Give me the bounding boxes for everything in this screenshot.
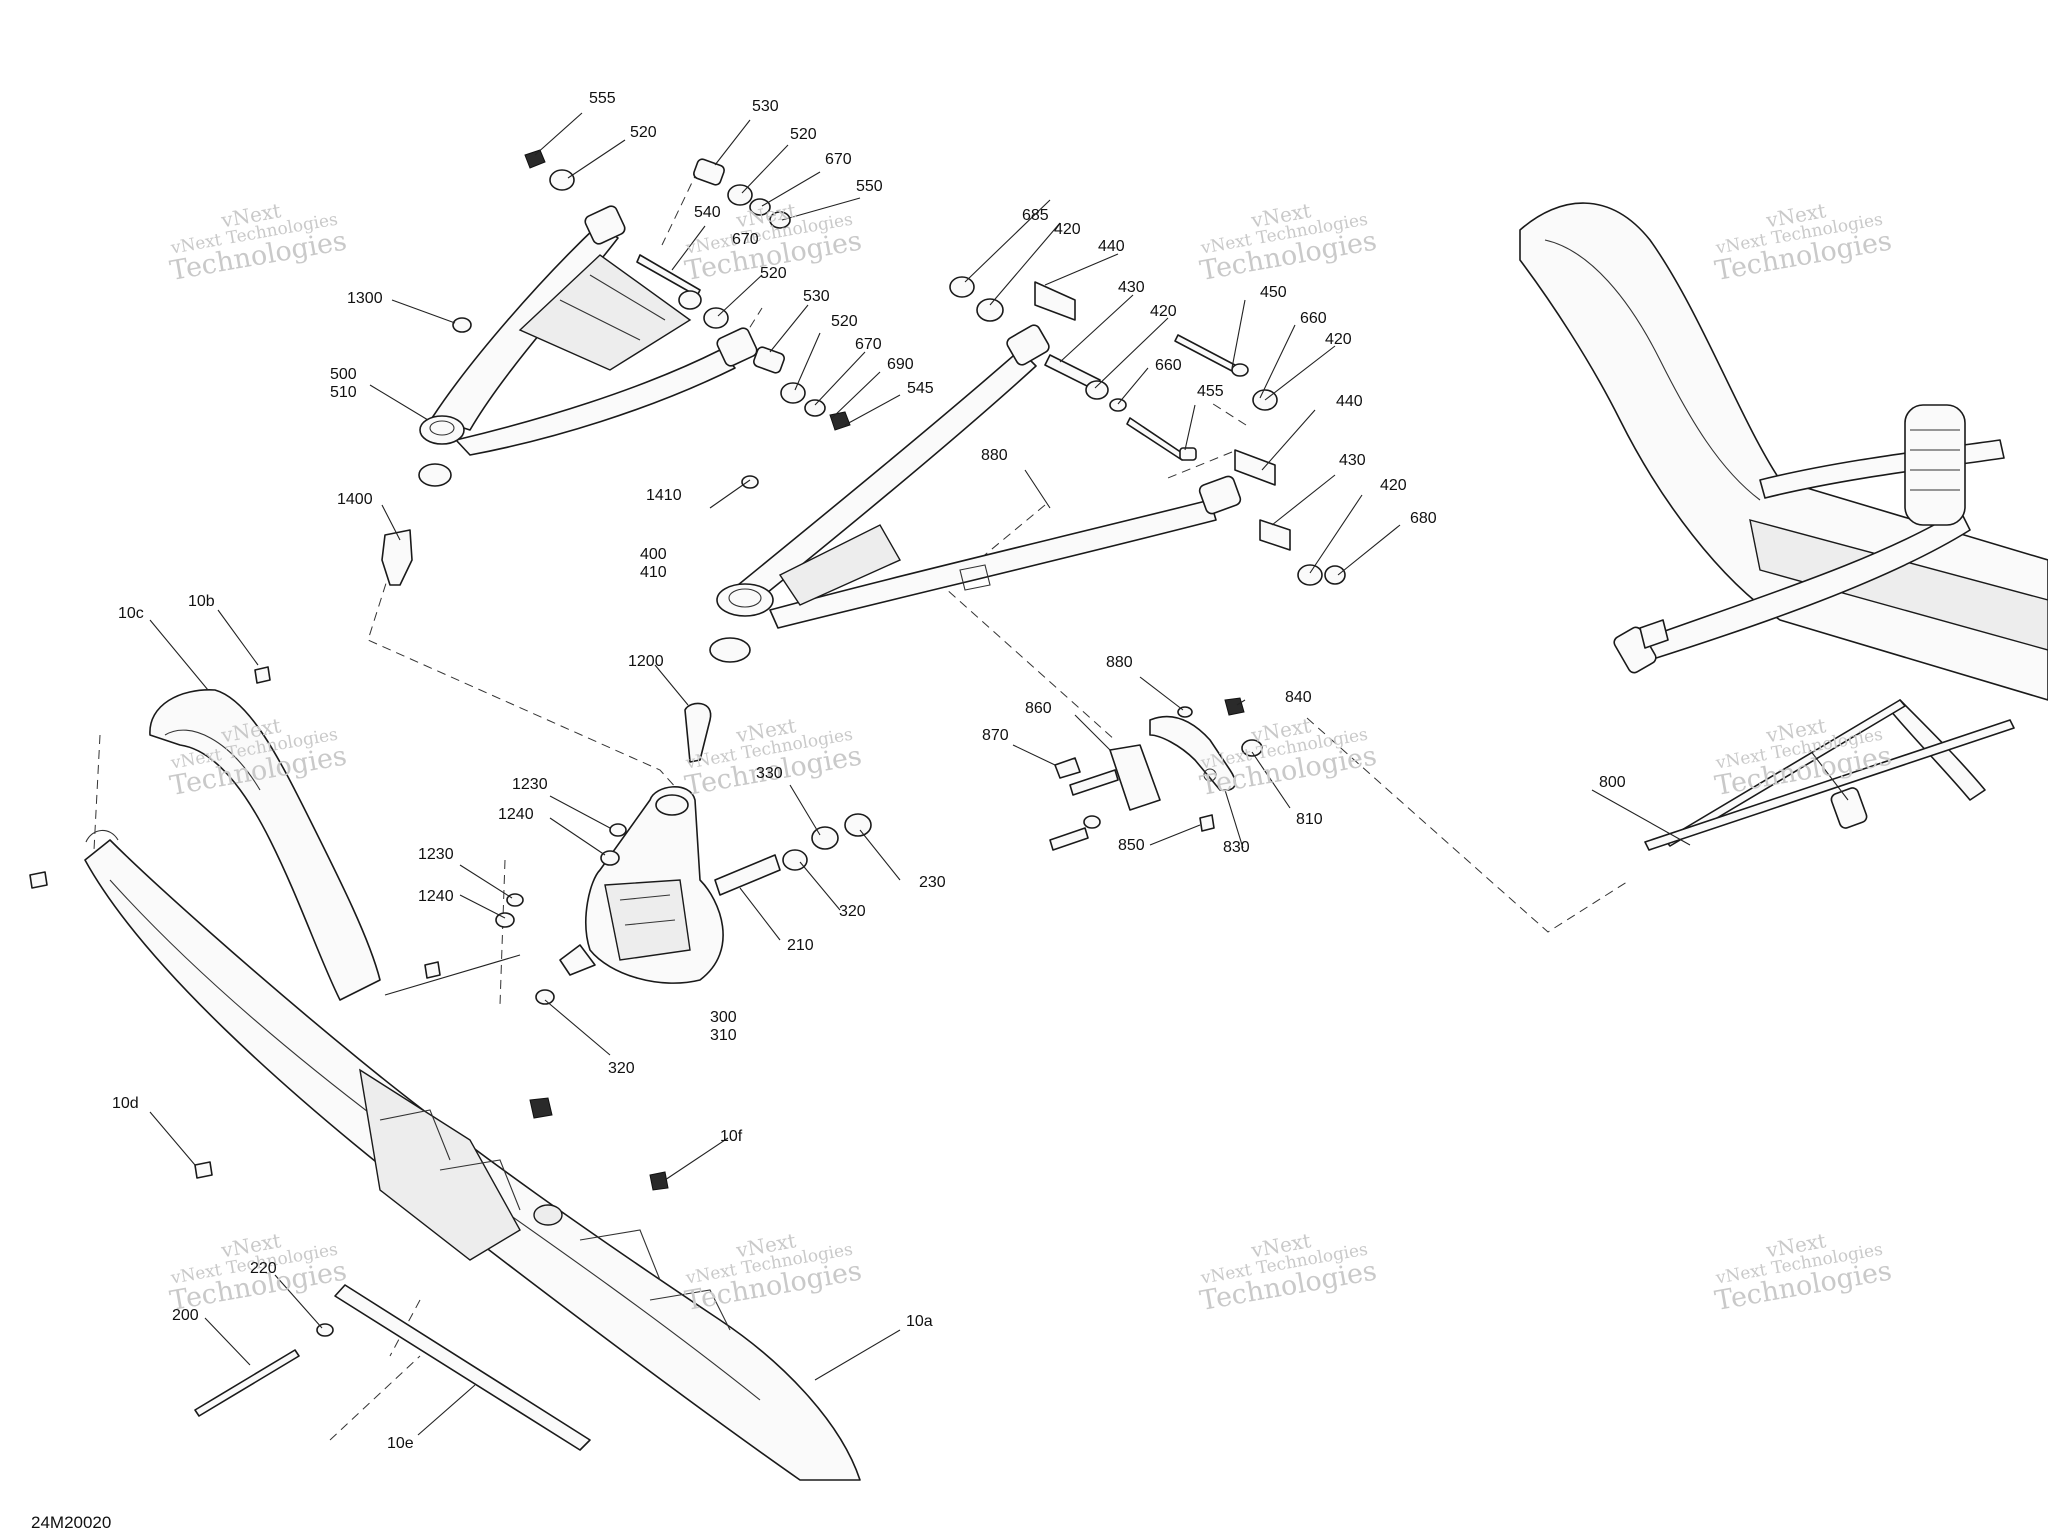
callout-800: 800 (1599, 774, 1626, 791)
callout-1240: 1240 (498, 806, 534, 823)
callout-300-310: 300 310 (710, 1009, 737, 1044)
callout-440: 440 (1336, 393, 1363, 410)
callout-520: 520 (630, 124, 657, 141)
callout-660: 660 (1155, 357, 1182, 374)
callout-1230: 1230 (512, 776, 548, 793)
callout-10e: 10e (387, 1435, 414, 1452)
callout-420: 420 (1380, 477, 1407, 494)
callout-520: 520 (760, 265, 787, 282)
callout-450: 450 (1260, 284, 1287, 301)
callout-1410: 1410 (646, 487, 682, 504)
callout-420: 420 (1325, 331, 1352, 348)
callout-670: 670 (855, 336, 882, 353)
callout-660: 660 (1300, 310, 1327, 327)
steering-arm (1109, 715, 1236, 811)
callout-530: 530 (752, 98, 779, 115)
ski-handle (149, 689, 381, 1001)
callout-1400: 1400 (337, 491, 373, 508)
callout-10c: 10c (118, 605, 144, 622)
callout-500-510: 500 510 (330, 366, 357, 401)
spindle (559, 786, 724, 984)
callout-430: 430 (1339, 452, 1366, 469)
tie-rod (1644, 719, 2015, 851)
hardware-parts (29, 149, 1669, 1417)
callout-330: 330 (756, 765, 783, 782)
callout-1300: 1300 (347, 290, 383, 307)
callout-10f: 10f (720, 1128, 743, 1145)
callout-830: 830 (1223, 839, 1250, 856)
callout-10a: 10a (906, 1313, 933, 1330)
drawing-code: 24M20020 (31, 1513, 112, 1532)
callout-870: 870 (982, 727, 1009, 744)
callout-320: 320 (608, 1060, 635, 1077)
callout-550: 550 (856, 178, 883, 195)
callout-540: 540 (694, 204, 721, 221)
assembly-dashed-lines (93, 169, 1631, 1441)
leader-lines (149, 112, 1849, 1436)
callout-440: 440 (1098, 238, 1125, 255)
callout-810: 810 (1296, 811, 1323, 828)
callout-680: 680 (1410, 510, 1437, 527)
callout-850: 850 (1118, 837, 1145, 854)
upper-a-arm (419, 205, 758, 456)
callout-400-410: 400 410 (640, 546, 667, 581)
callout-670: 670 (732, 231, 759, 248)
callout-670: 670 (825, 151, 852, 168)
callout-455: 455 (1197, 383, 1224, 400)
callout-420: 420 (1150, 303, 1177, 320)
callout-210: 210 (787, 937, 814, 954)
callout-860: 860 (1025, 700, 1052, 717)
callout-230: 230 (919, 874, 946, 891)
callout-220: 220 (250, 1260, 277, 1277)
callout-685: 685 (1022, 207, 1049, 224)
callout-545: 545 (907, 380, 934, 397)
callout-430: 430 (1118, 279, 1145, 296)
callout-1200: 1200 (628, 653, 664, 670)
callout-520: 520 (831, 313, 858, 330)
callout-420: 420 (1054, 221, 1081, 238)
callout-10b: 10b (188, 593, 215, 610)
suspension-assembly-overview (1519, 202, 2048, 847)
callout-1230: 1230 (418, 846, 454, 863)
callout-1240: 1240 (418, 888, 454, 905)
callout-320: 320 (839, 903, 866, 920)
callout-200: 200 (172, 1307, 199, 1324)
callout-10d: 10d (112, 1095, 139, 1112)
lower-a-arm (716, 324, 1242, 629)
callout-520: 520 (790, 126, 817, 143)
callout-555: 555 (589, 90, 616, 107)
callout-840: 840 (1285, 689, 1312, 706)
callout-530: 530 (803, 288, 830, 305)
callout-880: 880 (981, 447, 1008, 464)
callout-690: 690 (887, 356, 914, 373)
ski (84, 829, 861, 1481)
callout-880: 880 (1106, 654, 1133, 671)
